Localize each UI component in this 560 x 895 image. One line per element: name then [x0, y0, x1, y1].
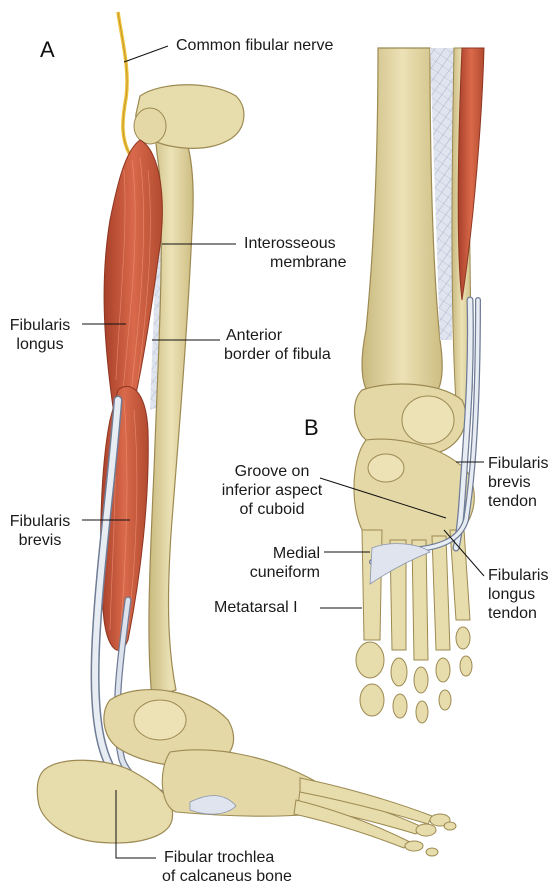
label-fibularis-longus: Fibularis longus: [9, 317, 71, 353]
fibularis-muscle-b: [457, 47, 485, 301]
metatarsals-b: [355, 529, 473, 724]
label-groove-on-cuboid: Groove on inferior aspect of cuboid: [221, 463, 323, 518]
label-anterior-border-of-fibula: Anterior border of fibula: [224, 327, 331, 363]
calcaneus: [36, 759, 174, 844]
tibia-shaft-b: [361, 47, 443, 405]
panel-a-leg: [36, 11, 457, 857]
label-interosseous-membrane: Interosseous membrane: [244, 235, 347, 271]
label-fibularis-brevis: Fibularis brevis: [9, 513, 71, 549]
leader-lines: [82, 45, 485, 859]
label-common-fibular-nerve: Common fibular nerve: [176, 37, 334, 54]
panel-label-a: A: [40, 37, 55, 62]
label-metatarsal-i: Metatarsal I: [214, 599, 298, 616]
label-medial-cuneiform: Medial cuneiform: [249, 545, 320, 581]
label-fibularis-longus-tendon: Fibularis longus tendon: [488, 567, 549, 622]
panel-label-b: B: [304, 415, 319, 440]
label-fibularis-brevis-tendon: Fibularis brevis tendon: [488, 455, 549, 510]
metatarsals-a: [293, 777, 457, 857]
label-fibular-trochlea: Fibular trochlea of calcaneus bone: [162, 849, 292, 885]
panel-b-leg: [353, 47, 485, 724]
fibula-shaft: [148, 109, 194, 699]
